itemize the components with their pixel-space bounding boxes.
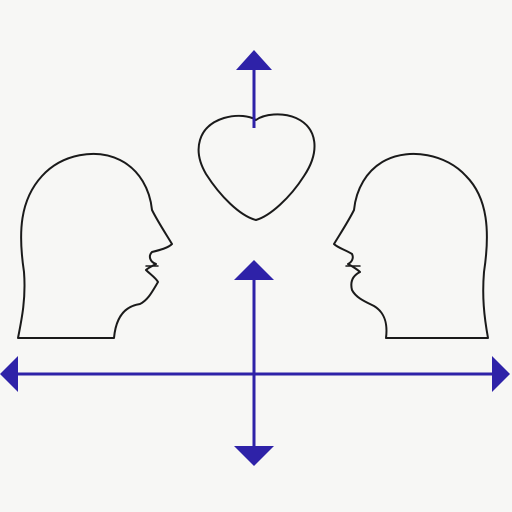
left-head-icon	[17, 153, 173, 339]
horizontal-axis-left-arrow-icon	[0, 356, 18, 392]
horizontal-axis-right-arrow-icon	[492, 356, 510, 392]
right-head-icon	[333, 153, 489, 339]
top-arrow-head-icon	[236, 50, 272, 70]
vertical-axis-up-arrow-icon	[234, 260, 274, 280]
heart-icon	[197, 113, 316, 221]
vertical-axis-down-arrow-icon	[234, 446, 274, 466]
